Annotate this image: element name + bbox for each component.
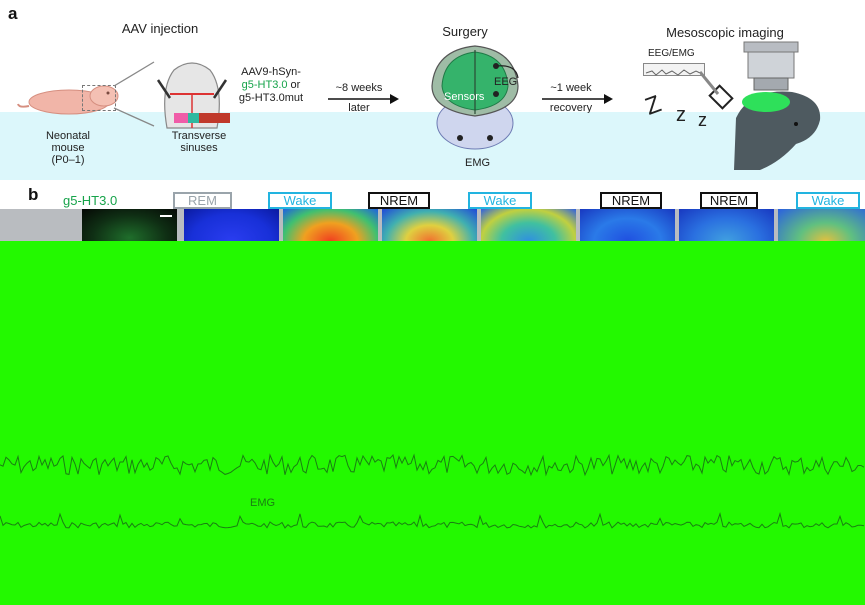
injection-color-marker: [174, 113, 230, 123]
sensors-label: Sensors: [444, 91, 485, 103]
neonatal-mouse-label-line1: Neonatal mouse: [45, 130, 91, 154]
scale-bar: [160, 215, 172, 217]
mesoscopic-imaging-title: Mesoscopic imaging: [666, 25, 784, 40]
image-tile-heatmap-7: [778, 209, 865, 241]
neonatal-mouse-label: Neonatal mouse (P0–1): [28, 130, 108, 166]
emg-trace-label: EMG: [250, 497, 276, 509]
sleep-z-small: z: [698, 110, 707, 130]
image-tile-heatmap-5: [580, 209, 675, 241]
sleep-z-large: Z: [641, 90, 665, 121]
image-tile-raw-fluorescence: [82, 209, 177, 241]
image-tile-heatmap-2: [283, 209, 378, 241]
brain-illustration: [431, 45, 519, 150]
transverse-sinuses-label: Transverse sinuses: [160, 130, 238, 154]
surgery-title: Surgery: [442, 24, 488, 39]
panel-a-background-band: [0, 112, 865, 180]
state-label-wake-2: Wake: [468, 192, 532, 209]
state-label-wake-1: Wake: [268, 192, 332, 209]
image-tile-heatmap-4: [481, 209, 576, 241]
arrow2: [542, 94, 613, 104]
arrow2-label-top: ~1 week: [550, 82, 592, 94]
state-label-rem: REM: [173, 192, 232, 209]
injection-head-illustration: [156, 62, 228, 129]
image-tile-heatmap-3: [382, 209, 477, 241]
sensor-label: g5-HT3.0: [63, 193, 118, 208]
sleep-z-medium: z: [676, 104, 686, 126]
arrow1-label-top: ~8 weeks: [335, 82, 383, 94]
state-label-nrem-3: NREM: [700, 192, 758, 209]
virus-label: AAV9-hSyn- g5-HT3.0 or g5-HT3.0mut: [232, 66, 310, 105]
eeg-emg-tag: EEG/EMG: [648, 48, 695, 59]
arrow1-label-bottom: later: [348, 102, 370, 113]
zoom-lines: [113, 61, 155, 127]
trace-area-overlay: [0, 241, 865, 605]
virus-label-or: or: [287, 79, 301, 91]
virus-label-line2: g5-HT3.0 or: [232, 79, 310, 92]
image-tile-heatmap-6: [679, 209, 774, 241]
eeg-emg-recorder-box: [643, 63, 705, 76]
transverse-sinuses-label-line1: Transverse: [171, 130, 227, 142]
virus-label-line3: g5-HT3.0mut: [238, 92, 304, 104]
state-label-wake-3: Wake: [796, 192, 860, 209]
sleeping-mouse-illustration: [700, 71, 821, 170]
neonatal-mouse-illustration: [17, 85, 119, 115]
eeg-label: EEG: [494, 76, 518, 88]
virus-name-g5ht3: g5-HT3.0: [241, 79, 288, 91]
transverse-sinuses-label-line2: sinuses: [180, 142, 218, 154]
emg-label: EMG: [465, 157, 491, 169]
virus-label-line1: AAV9-hSyn-: [241, 66, 301, 78]
arrow1: [328, 94, 399, 104]
state-label-nrem-2: NREM: [600, 192, 662, 209]
aav-injection-title: AAV injection: [121, 21, 199, 36]
image-tile-heatmap-1: [184, 209, 279, 241]
recorder-signal-icon: [645, 69, 701, 76]
state-label-nrem-1: NREM: [368, 192, 430, 209]
sleep-z-group: Z z z: [641, 90, 722, 136]
microscope-objective: [743, 41, 799, 91]
panel-b-letter: b: [28, 185, 39, 204]
mouse-zoom-box: [82, 85, 116, 111]
neonatal-mouse-label-line2: (P0–1): [51, 154, 85, 166]
eeg-trace: [0, 453, 865, 477]
arrow2-label-bottom: recovery: [549, 102, 593, 113]
panel-a-letter: a: [8, 4, 18, 23]
emg-trace: [0, 511, 865, 529]
